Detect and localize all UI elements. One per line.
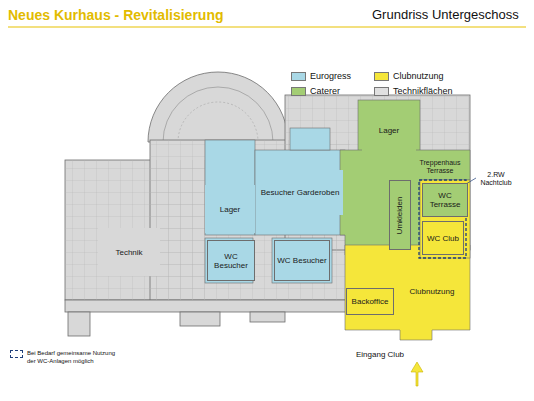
room-label: WC Besucher — [208, 252, 254, 270]
floor-room: Umkleiden — [389, 180, 411, 250]
legend-label: Bei Bedarf gemeinsame Nutzung der WC-Anl… — [27, 349, 119, 365]
floor-room: Treppenhaus Terrasse — [412, 156, 468, 178]
room-label: Clubnutzung — [410, 287, 455, 296]
plan-label: Eingang Club — [356, 350, 404, 359]
legend-dashed-box — [10, 350, 23, 358]
title-rule — [8, 26, 526, 27]
floor-room: Technik — [98, 228, 160, 276]
club-wc-area — [420, 180, 470, 258]
floor-room: WC Terrasse — [422, 183, 468, 217]
eurogress-area — [205, 128, 345, 283]
building-blocks — [65, 95, 470, 336]
plan-label: 2.RW Nachtclub — [474, 171, 518, 187]
floor-room: WC Besucher — [274, 240, 330, 281]
legend-label: Eurogress — [310, 71, 351, 82]
caterer-area — [340, 100, 470, 255]
room-label: Treppenhaus Terrasse — [413, 159, 467, 175]
room-label: Backoffice — [352, 297, 389, 306]
room-label: Umkleiden — [396, 196, 405, 234]
room-label: WC Club — [427, 234, 459, 243]
floor-room: Backoffice — [346, 288, 394, 315]
legend-label: Technikflächen — [393, 86, 453, 97]
room-label: Besucher Garderoben — [261, 188, 340, 197]
room-label: WC Besucher — [277, 256, 326, 265]
floor-room: Besucher Garderoben — [257, 170, 343, 215]
legend-label: Clubnutzung — [393, 71, 444, 82]
rotunda-ring — [163, 87, 273, 142]
room-label: Lager — [220, 205, 240, 214]
rotunda-stairs — [178, 102, 258, 142]
floor-room: Clubnutzung — [396, 262, 468, 320]
room-label: Technik — [115, 248, 142, 257]
entrance-arrow — [411, 362, 423, 386]
floor-room: WC Besucher — [207, 240, 255, 281]
legend-label: Caterer — [310, 86, 340, 97]
legend-swatch — [291, 87, 306, 96]
title: Neues Kurhaus - Revitalisierung — [8, 7, 224, 23]
room-label: WC Terrasse — [423, 191, 467, 209]
legend-swatch — [374, 72, 389, 81]
legend-swatch — [374, 87, 389, 96]
rotunda — [148, 72, 288, 142]
room-label: Lager — [379, 126, 399, 135]
subtitle: Grundriss Untergeschoss — [372, 8, 519, 22]
floor-room: WC Club — [422, 221, 464, 255]
legend-swatch — [291, 72, 306, 81]
floor-room: Lager — [362, 104, 416, 156]
floor-room: Lager — [205, 185, 255, 233]
club-area — [345, 245, 470, 340]
